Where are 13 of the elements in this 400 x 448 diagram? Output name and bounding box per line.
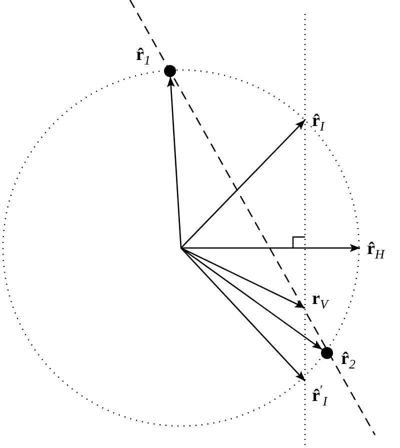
point-dot: [321, 347, 333, 359]
vector-arrow: [181, 244, 360, 252]
point-dot: [164, 65, 176, 77]
vector-label: r̂$_{1}$: [136, 44, 150, 70]
vector-arrow: [180, 120, 306, 248]
vector-label: r̂$_{2}$: [341, 348, 356, 374]
vector-arrow: [180, 247, 306, 309]
vector-label: r̂$_{H}$: [366, 238, 386, 264]
vector-label: r̂$_{I}$: [311, 110, 326, 136]
vector-arrow: [180, 248, 306, 382]
vector-arrow: [180, 247, 322, 350]
vector-label: r$_{V}$: [311, 288, 330, 314]
vector-arrow: [167, 76, 182, 248]
